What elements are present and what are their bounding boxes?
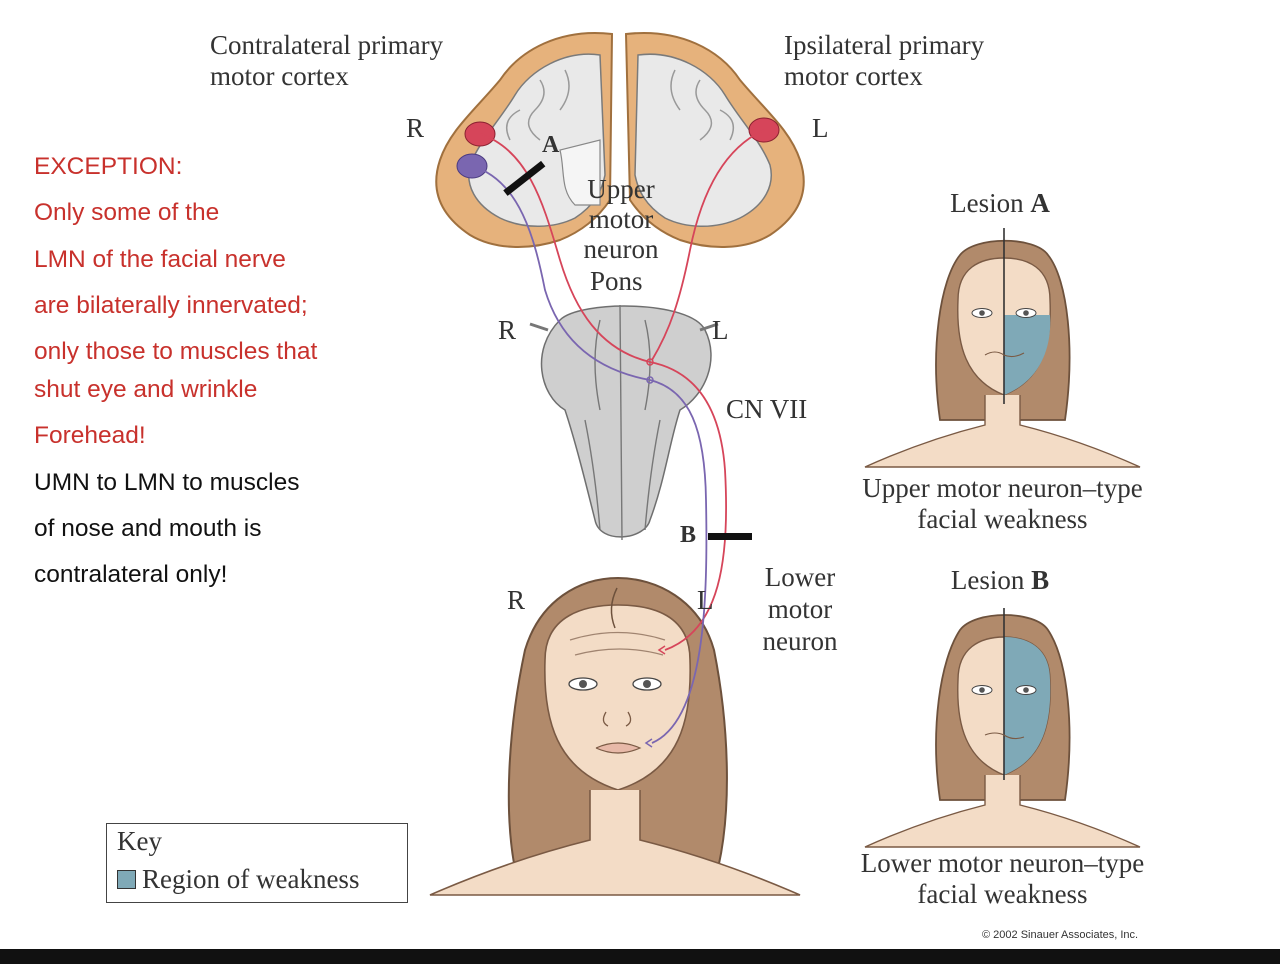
contralateral-cortex-label: Contralateral primary motor cortex bbox=[210, 30, 443, 92]
main-face bbox=[429, 576, 801, 896]
cn-vii-label: CN VII bbox=[726, 394, 808, 424]
lmn-line-2: motor bbox=[767, 594, 833, 624]
exception-line: Forehead! bbox=[34, 422, 146, 450]
key-row: Region of weakness bbox=[117, 864, 359, 895]
contralateral-line: contralateral only! bbox=[34, 561, 228, 589]
weakness-swatch bbox=[117, 870, 136, 889]
lower-motor-neuron-pathways bbox=[644, 361, 728, 748]
lesion-a-face bbox=[864, 228, 1141, 468]
left-hemisphere bbox=[435, 32, 614, 248]
exception-note: EXCEPTION: Only some of the LMN of the f… bbox=[34, 150, 434, 605]
ipsilateral-cortex-label: Ipsilateral primary motor cortex bbox=[784, 30, 984, 92]
exception-line: EXCEPTION: bbox=[34, 153, 183, 180]
lesion-b-face bbox=[864, 608, 1141, 848]
right-side-top-label: R bbox=[406, 113, 425, 143]
ipsilateral-cortex-line-2: motor cortex bbox=[784, 61, 923, 91]
lmn-line-1: Lower bbox=[764, 562, 836, 592]
lesion-b-caption-line-1: Lower motor neuron–type bbox=[860, 848, 1145, 878]
exception-line: LMN of the facial nerve bbox=[34, 245, 286, 273]
right-side-pons-label: R bbox=[498, 315, 517, 345]
umn-line-1: Upper bbox=[587, 174, 655, 204]
lower-motor-neuron-label: Lower motor neuron bbox=[745, 561, 855, 657]
contralateral-cortex-line-1: Contralateral primary bbox=[210, 30, 444, 60]
contralateral-line: of nose and mouth is bbox=[34, 515, 262, 543]
lesion-b-marker: B bbox=[680, 522, 697, 548]
brainstem bbox=[529, 304, 719, 541]
lesion-a-caption: Upper motor neuron–type facial weakness bbox=[810, 473, 1195, 535]
right-hemisphere bbox=[624, 32, 805, 248]
lesion-a-bar bbox=[503, 160, 546, 196]
ipsilateral-cortex-line-1: Ipsilateral primary bbox=[784, 30, 985, 60]
lesion-b-caption: Lower motor neuron–type facial weakness bbox=[810, 848, 1195, 910]
left-side-top-label: L bbox=[812, 113, 829, 143]
right-side-face-label: R bbox=[507, 585, 526, 615]
lesion-a-title-prefix: Lesion bbox=[950, 188, 1024, 218]
lmn-line-3: neuron bbox=[762, 626, 838, 656]
bottom-border bbox=[0, 949, 1280, 964]
contralateral-cortex-line-2: motor cortex bbox=[210, 61, 349, 91]
lesion-b-bar bbox=[708, 533, 752, 540]
exception-line: Only some of the bbox=[34, 199, 220, 227]
copyright-notice: © 2002 Sinauer Associates, Inc. bbox=[982, 929, 1139, 941]
lesion-a-caption-line-1: Upper motor neuron–type bbox=[862, 473, 1143, 503]
lesion-a-title-letter: A bbox=[1030, 188, 1050, 218]
left-side-pons-label: L bbox=[712, 315, 729, 345]
lesion-a-title: Lesion A bbox=[900, 188, 1100, 219]
left-side-face-label: L bbox=[697, 585, 714, 615]
exception-line: are bilaterally innervated; bbox=[34, 291, 308, 319]
contralateral-line: UMN to LMN to muscles bbox=[34, 468, 300, 496]
exception-line: only those to muscles that bbox=[34, 338, 318, 366]
exception-line: shut eye and wrinkle bbox=[34, 376, 258, 404]
lesion-b-caption-line-2: facial weakness bbox=[917, 879, 1088, 909]
umn-line-2: motor bbox=[588, 204, 654, 234]
pons-label: Pons bbox=[590, 266, 643, 296]
key-item-label: Region of weakness bbox=[142, 864, 360, 894]
key-title: Key bbox=[117, 826, 162, 856]
lesion-a-caption-line-2: facial weakness bbox=[917, 504, 1088, 534]
lesion-b-title-prefix: Lesion bbox=[950, 565, 1025, 595]
key-legend: Key Region of weakness bbox=[106, 823, 408, 903]
lesion-a-marker: A bbox=[542, 132, 560, 158]
umn-line-3: neuron bbox=[583, 234, 659, 264]
upper-motor-neuron-label: Upper motor neuron bbox=[566, 174, 676, 264]
lesion-b-title-letter: B bbox=[1031, 565, 1050, 595]
lesion-b-title: Lesion B bbox=[900, 565, 1100, 596]
